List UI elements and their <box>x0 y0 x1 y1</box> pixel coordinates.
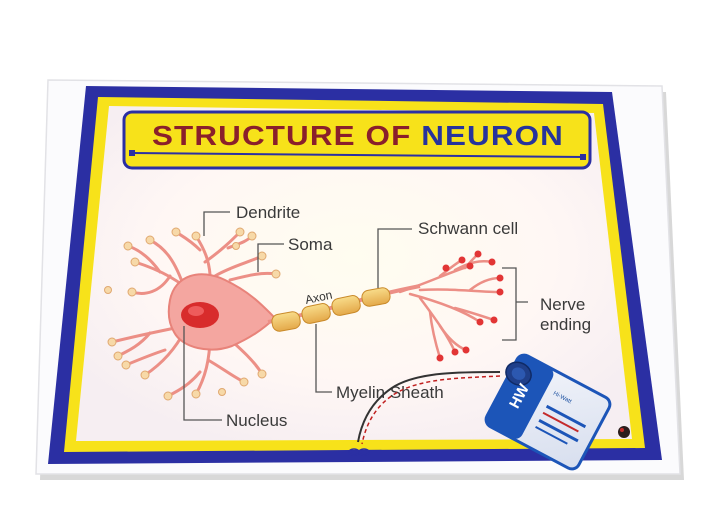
label-ending: ending <box>540 315 591 334</box>
battery-wire <box>357 371 501 443</box>
label-myelin-sheath: Myelin Sheath <box>336 383 444 402</box>
leader-myelin <box>315 324 332 393</box>
battery-cap-highlight <box>620 428 624 432</box>
leader-dendrite <box>203 211 230 236</box>
title-banner: STRUCTURE OF NEURON <box>122 110 592 170</box>
soma <box>167 273 277 351</box>
dendrite-tips <box>104 227 281 401</box>
battery-wire-red <box>361 375 501 445</box>
battery: HW Hi-Watt <box>484 353 612 471</box>
leader-nerve <box>502 267 528 341</box>
leader-nucleus <box>183 326 222 421</box>
poster-face <box>76 106 632 441</box>
terminal-buttons <box>436 250 504 362</box>
nucleus <box>181 302 219 328</box>
label-axon: Axon <box>304 288 334 307</box>
poster-title: STRUCTURE OF NEURON <box>152 120 564 151</box>
title-highlight: NEURON <box>421 120 564 151</box>
myelin-segments <box>271 287 391 332</box>
wire-clip <box>348 448 370 456</box>
leader-soma <box>257 243 284 272</box>
myelin-segment <box>271 311 301 332</box>
label-dendrite: Dendrite <box>236 203 300 222</box>
myelin-segment <box>361 287 391 307</box>
leader-schwann <box>377 228 412 288</box>
leader-lines <box>183 211 528 421</box>
label-soma: Soma <box>288 235 333 254</box>
title-prefix: STRUCTURE OF <box>152 120 421 151</box>
label-nerve: Nerve <box>540 295 585 314</box>
myelin-segment <box>331 295 361 316</box>
label-schwann-cell: Schwann cell <box>418 219 518 238</box>
myelin-segment <box>301 303 331 324</box>
battery-cap-small <box>618 426 630 438</box>
label-nucleus: Nucleus <box>226 411 287 430</box>
